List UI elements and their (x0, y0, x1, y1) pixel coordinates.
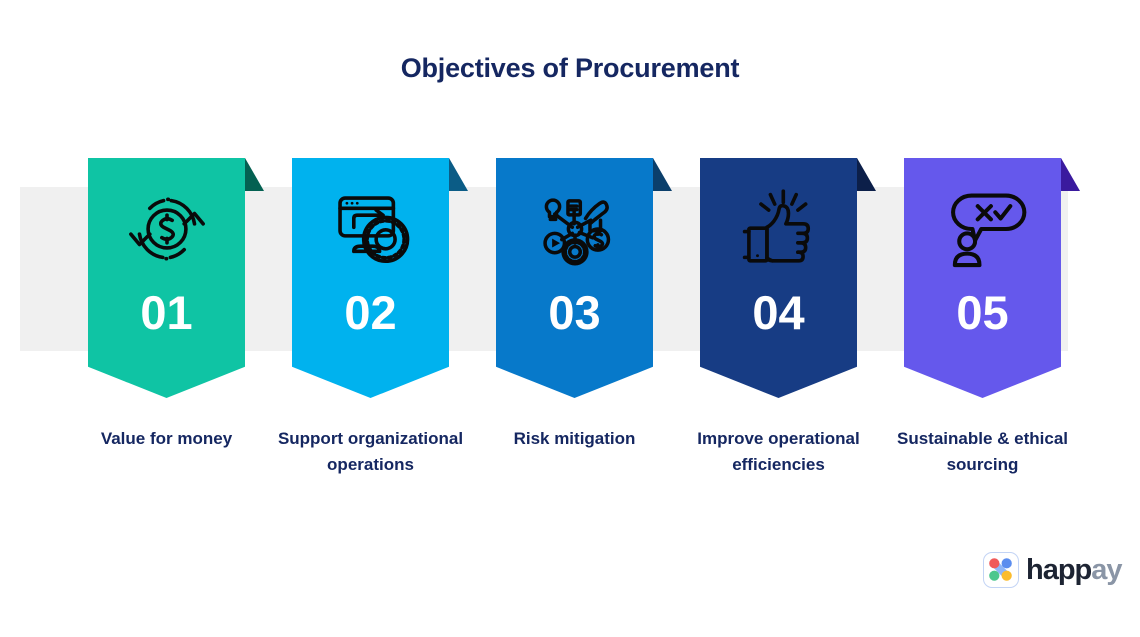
fold-corner-03 (653, 158, 672, 191)
ribbon-shape-04: 04 (700, 158, 857, 398)
page-title: Objectives of Procurement (400, 53, 740, 83)
banner-label-03: Risk mitigation (513, 429, 636, 448)
banner-item-05[interactable]: 05 Sustainable & ethical sourcing (897, 158, 1108, 474)
banner-item-03[interactable]: 03 Risk mitigation (496, 158, 700, 448)
fold-corner-02 (449, 158, 468, 191)
wordmark-part2: ay (1091, 554, 1122, 586)
banner-label-05: Sustainable & ethical sourcing (897, 429, 1068, 474)
banner-item-01[interactable]: 01 Value for money (88, 158, 292, 448)
happay-logo-mark (983, 552, 1019, 588)
fold-corner-05 (1061, 158, 1080, 191)
fold-corner-01 (245, 158, 264, 191)
money-cycle-icon (88, 186, 245, 272)
happay-logo: happay (983, 552, 1123, 588)
thumbs-up-icon (700, 186, 857, 272)
wordmark-part1: happ (1026, 554, 1092, 586)
ribbon-number-01: 01 (140, 286, 193, 339)
banner-label-01: Value for money (100, 429, 233, 448)
banner-label-04: Improve operational efficiencies (697, 429, 860, 474)
fold-corner-04 (857, 158, 876, 191)
ribbon-shape-05: 05 (904, 158, 1061, 398)
ribbon-number-02: 02 (344, 286, 397, 339)
ribbon-number-05: 05 (956, 286, 1009, 339)
ribbon-number-04: 04 (752, 286, 805, 339)
ribbon-shape-01: 01 (88, 158, 245, 398)
ribbon-shape-02: 02 (292, 158, 449, 398)
banner-label-02: Support organizational operations (277, 429, 464, 474)
ribbon-number-03: 03 (548, 286, 601, 339)
network-hub-icon (496, 186, 653, 272)
monitor-gear-icon (292, 186, 449, 272)
ribbon-shape-03: 03 (496, 158, 653, 398)
banner-item-04[interactable]: 04 Improve operational efficiencies (697, 158, 904, 474)
happay-wordmark: happay (1026, 554, 1123, 586)
feedback-bubble-icon (904, 186, 1061, 272)
banner-item-02[interactable]: 02 Support organizational operations (278, 158, 496, 474)
